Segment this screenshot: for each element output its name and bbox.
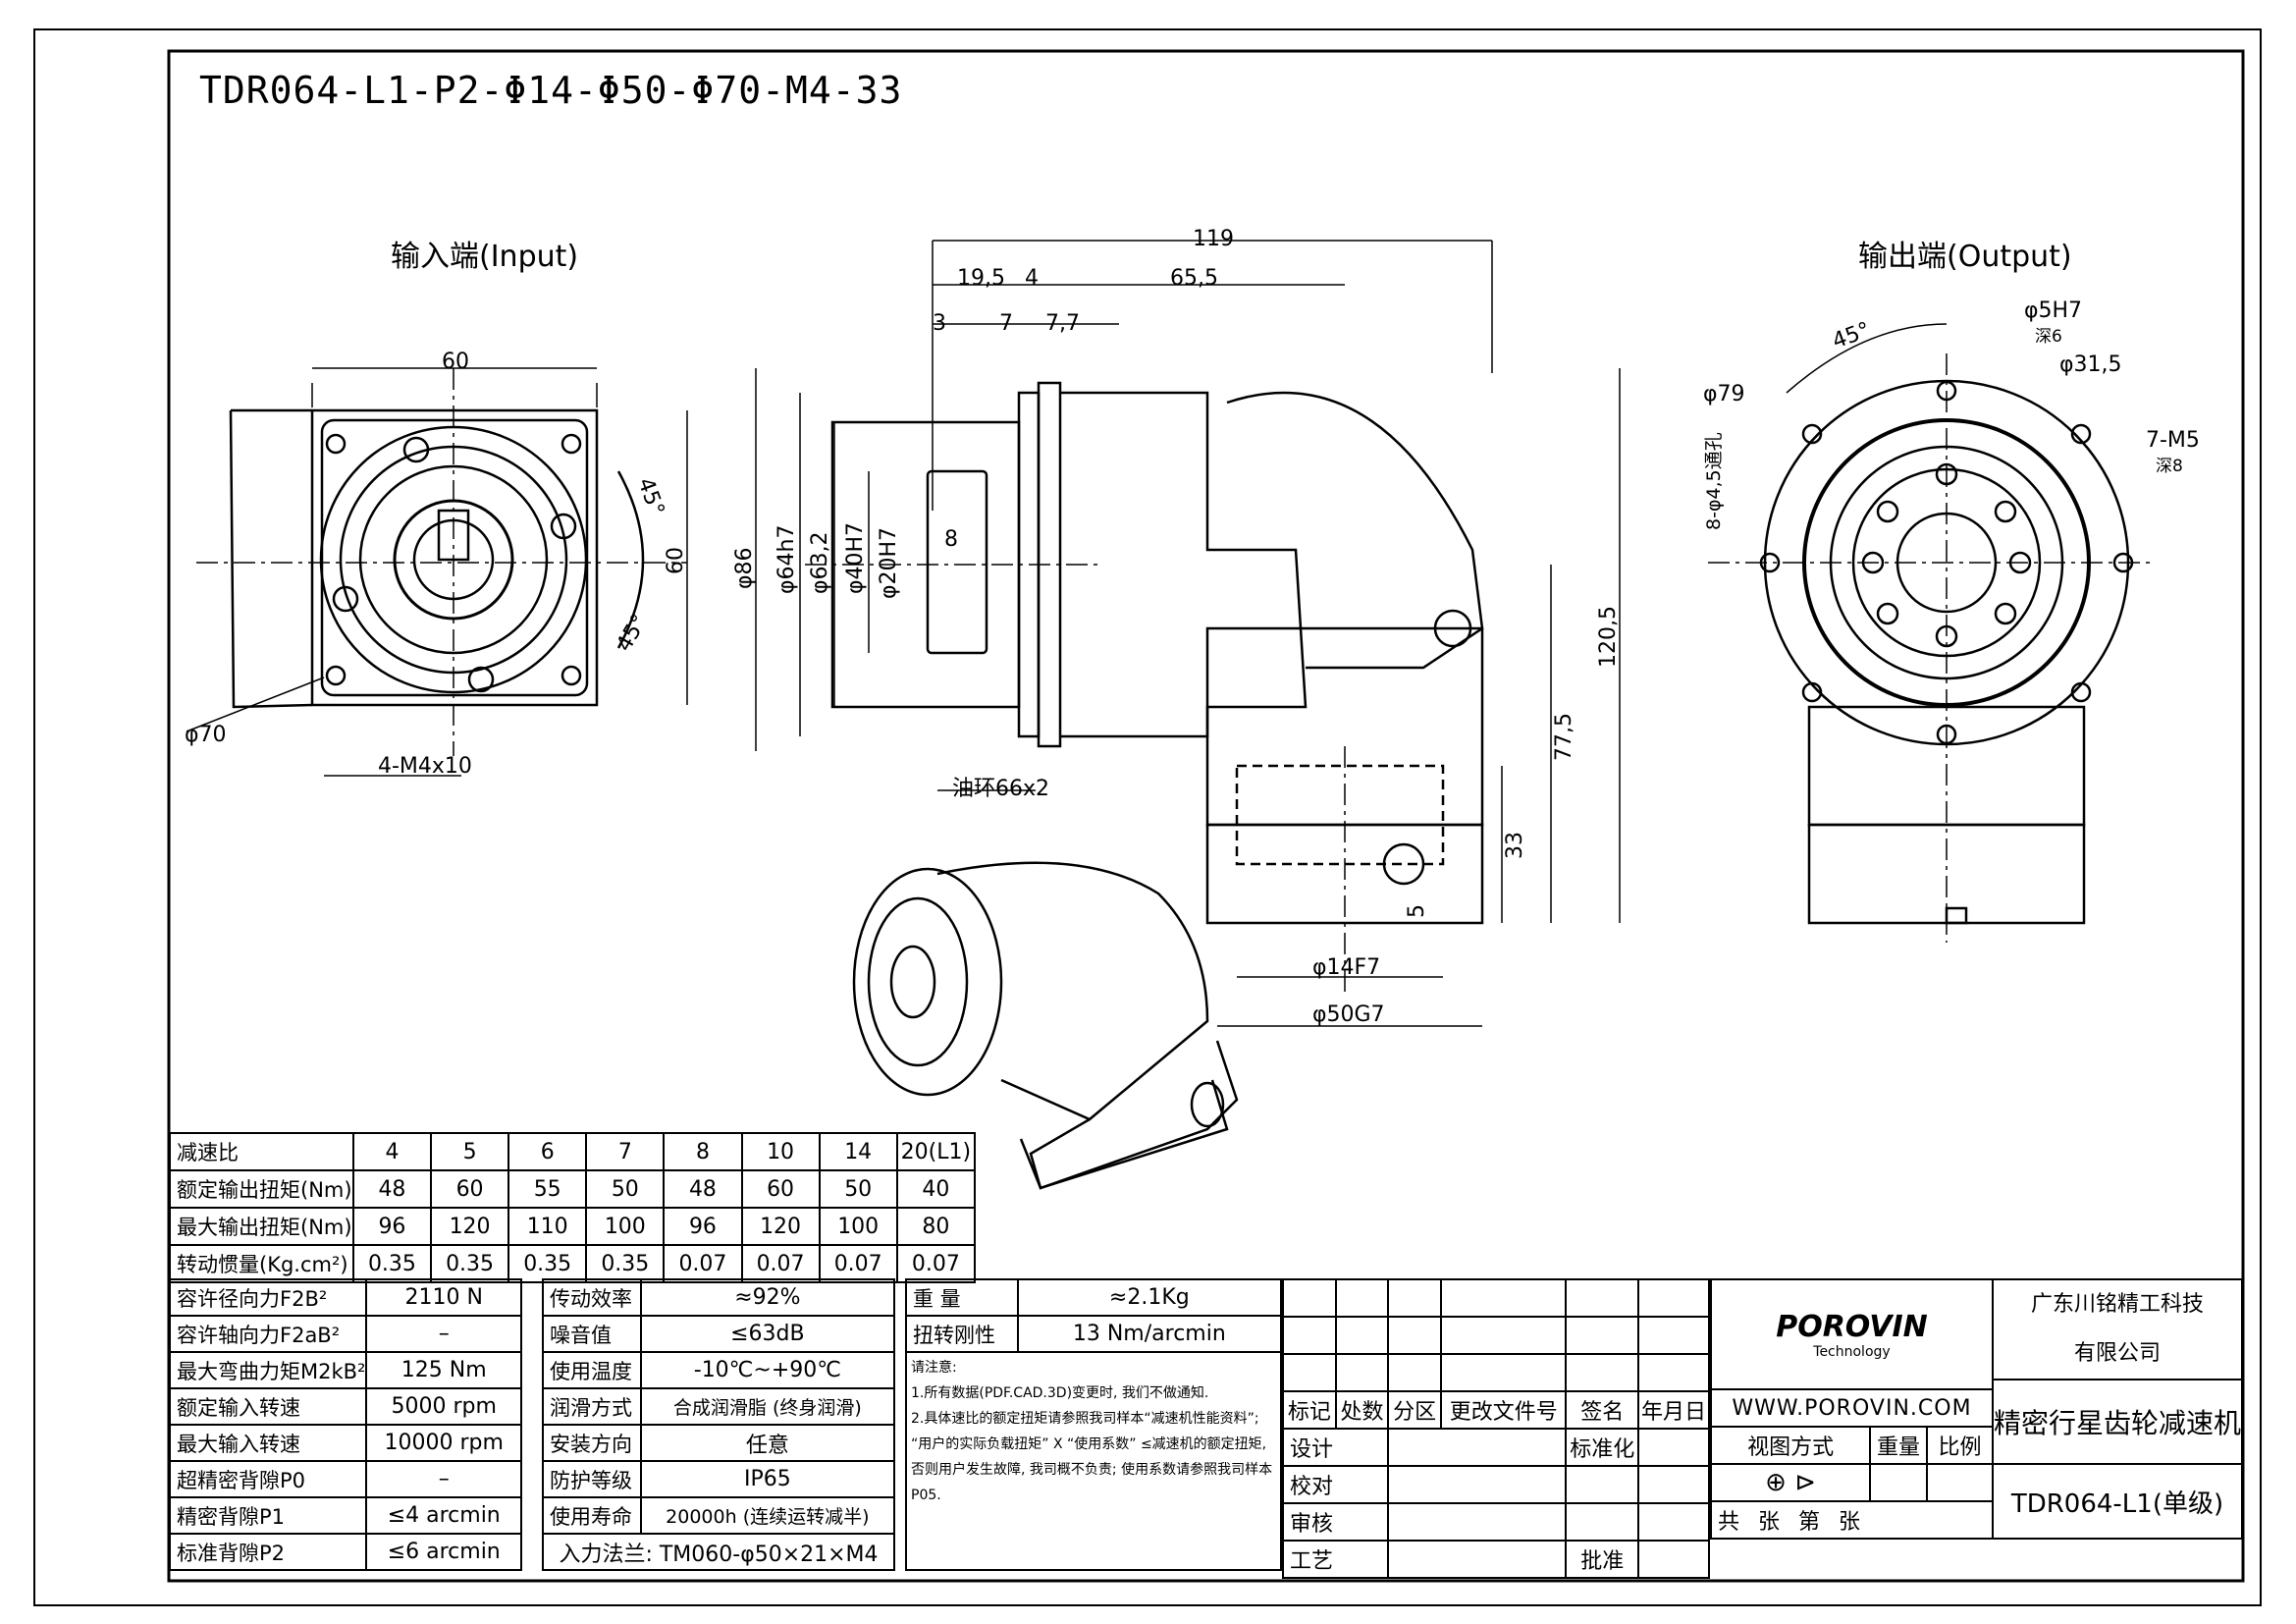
company-name: 广东川铭精工科技 有限公司 <box>1991 1278 2244 1380</box>
drawing-title: TDR064-L1-P2-Φ14-Φ50-Φ70-M4-33 <box>199 69 903 112</box>
dim-side-1205: 120,5 <box>1596 606 1621 668</box>
dim-input-thread: 4-M4x10 <box>378 754 472 779</box>
sheet-count: 共 张 第 张 <box>1710 1500 1994 1540</box>
dim-output-angle: 45° <box>1830 318 1874 354</box>
output-view <box>1708 323 2150 943</box>
notes: 请注意: 1.所有数据(PDF.CAD.3D)变更时, 我们不做通知. 2.具体… <box>905 1351 1282 1571</box>
note-line: 否则用户发生故障, 我司概不负责; 使用系数请参照我司样本 <box>911 1462 1273 1478</box>
dim-output-phi79: φ79 <box>1703 382 1745 406</box>
input-view <box>186 367 688 777</box>
dim-side-phi50: φ50G7 <box>1312 1002 1385 1027</box>
weight: 重量 <box>1869 1426 1928 1465</box>
projection-symbol: ⊕ ⊳ <box>1709 1463 1872 1502</box>
side-view <box>755 240 1621 1027</box>
dim-side-77: 7,7 <box>1045 311 1080 336</box>
note-line: 1.所有数据(PDF.CAD.3D)变更时, 我们不做通知. <box>911 1385 1209 1401</box>
logo-sub: Technology <box>1813 1343 1891 1360</box>
dim-input-height: 60 <box>664 547 688 574</box>
isometric-view <box>852 861 1239 1190</box>
dim-output-m5: 7-M5 <box>2146 428 2200 453</box>
dim-output-deep8: 深8 <box>2156 457 2183 476</box>
logo: POROVIN <box>1776 1309 1928 1344</box>
revision-block: 标记 处数 分区 更改文件号 签名 年月日 设计标准化 校对 审核 工艺批准 <box>1281 1278 1710 1579</box>
input-flange: 入力法兰: TM060-φ50×21×M4 <box>542 1533 895 1571</box>
dim-side-8: 8 <box>944 527 958 552</box>
dim-output-holes: 8-φ4,5通孔 <box>1703 432 1725 530</box>
website: WWW.POROVIN.COM <box>1710 1388 1994 1428</box>
dim-input-angle-a: 45° <box>632 475 668 519</box>
dim-side-655: 65,5 <box>1170 266 1218 291</box>
dim-side-775: 77,5 <box>1552 713 1576 761</box>
dim-side-phi632: φ63,2 <box>808 532 832 595</box>
dim-side-phi86: φ86 <box>732 547 757 589</box>
dim-side-3: 3 <box>933 311 946 336</box>
logo-cell: POROVIN Technology <box>1710 1278 1994 1390</box>
note-line: P05. <box>911 1488 941 1503</box>
dim-side-33: 33 <box>1503 832 1527 859</box>
dim-side-7: 7 <box>999 311 1013 336</box>
model-number: TDR064-L1(单级) <box>1991 1463 2244 1540</box>
output-view-label: 输出端(Output) <box>1858 240 2072 274</box>
input-view-label: 输入端(Input) <box>391 240 579 274</box>
view-method: 视图方式 <box>1709 1426 1872 1465</box>
scale: 比例 <box>1925 1426 1994 1465</box>
note-line: “用户的实际负载扭矩” X “使用系数” ≤减速机的额定扭矩, <box>911 1436 1267 1452</box>
dim-side-total: 119 <box>1193 227 1234 251</box>
dim-input-pcd: φ70 <box>185 723 227 747</box>
dim-side-phi40: φ40H7 <box>843 522 868 594</box>
note-line: 2.具体速比的额定扭矩请参照我司样本“减速机性能资料”; <box>911 1411 1259 1427</box>
specs-mid-table: 传动效率≈92% 噪音值≤63dB 使用温度-10℃~+90℃ 润滑方式合成润滑… <box>542 1278 896 1571</box>
product-name: 精密行星齿轮减速机 <box>1991 1379 2244 1465</box>
dim-side-oring: 油环66x2 <box>952 777 1049 801</box>
notes-title: 请注意: <box>911 1360 957 1376</box>
dim-side-4: 4 <box>1025 266 1039 291</box>
dim-input-angle-b: 45° <box>613 611 653 656</box>
dim-output-phi315: φ31,5 <box>2059 352 2122 377</box>
dim-output-deep6: 深6 <box>2035 327 2062 347</box>
dim-output-phi5: φ5H7 <box>2024 298 2082 323</box>
dim-side-5: 5 <box>1405 904 1429 918</box>
dim-side-195: 19,5 <box>957 266 1005 291</box>
dim-side-phi64: φ64h7 <box>774 525 799 594</box>
dim-input-width: 60 <box>442 350 469 374</box>
dim-side-phi14: φ14F7 <box>1312 955 1380 980</box>
dim-side-phi20: φ20H7 <box>877 527 901 599</box>
company-block: POROVIN Technology 广东川铭精工科技 有限公司 精密行星齿轮减… <box>1709 1278 2244 1540</box>
